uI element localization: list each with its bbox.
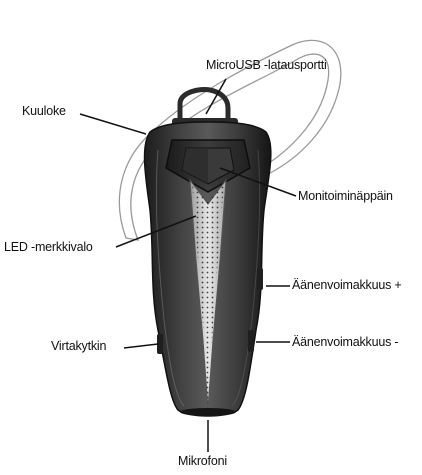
- microphone: [180, 408, 236, 416]
- earpiece-leader: [80, 114, 146, 134]
- volume-up-button: [257, 268, 263, 290]
- label-usb-port: MicroUSB -latausportti: [206, 58, 327, 72]
- volume-down-button: [248, 330, 254, 352]
- label-microphone: Mikrofoni: [178, 454, 227, 468]
- label-power: Virtakytkin: [51, 339, 106, 353]
- label-earpiece: Kuuloke: [22, 104, 66, 118]
- power-leader: [124, 344, 158, 348]
- label-multifunction: Monitoiminäppäin: [298, 189, 393, 203]
- label-volume-up: Äänenvoimakkuus +: [292, 278, 402, 292]
- label-led: LED -merkkivalo: [4, 240, 93, 254]
- label-volume-down: Äänenvoimakkuus -: [292, 335, 398, 349]
